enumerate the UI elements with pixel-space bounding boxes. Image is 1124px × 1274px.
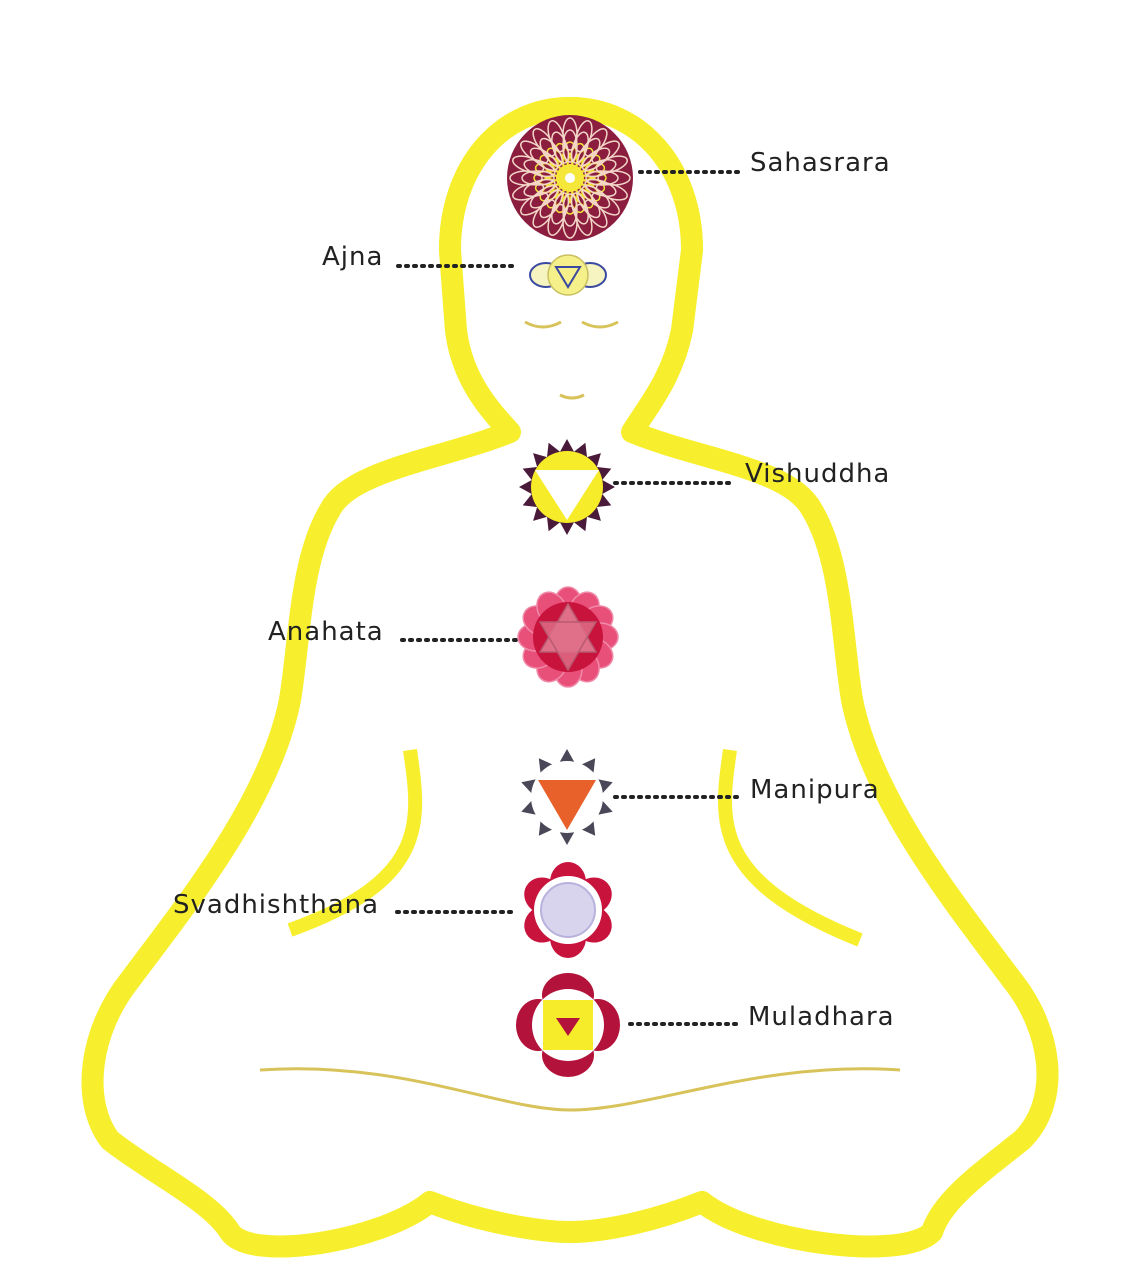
- sahasrara-dot: [565, 173, 575, 183]
- sahasrara-petal: [551, 131, 570, 164]
- sahasrara-petal: [584, 159, 617, 178]
- manipura-symbol: [521, 749, 613, 845]
- vishuddha-triangle: [535, 470, 599, 520]
- sahasrara-petal: [577, 189, 601, 219]
- legs-line: [259, 1067, 901, 1112]
- anahata-triangle-down: [538, 621, 598, 672]
- sahasrara-petal: [529, 147, 559, 171]
- label-anahata: Anahata: [268, 617, 384, 647]
- muladhara-symbol: [516, 973, 620, 1077]
- sahasrara-petal: [584, 178, 617, 197]
- arm-inner-right: [718, 749, 863, 947]
- label-ajna: Ajna: [322, 242, 384, 272]
- sahasrara-petal: [581, 185, 611, 209]
- face-eyes: [524, 320, 619, 400]
- sahasrara-petal: [562, 193, 578, 227]
- muladhara-triangle: [556, 1018, 580, 1036]
- sahasrara-petal: [570, 131, 589, 164]
- ajna-triangle: [554, 266, 582, 289]
- manipura-triangle: [538, 780, 596, 830]
- sahasrara-petal: [562, 129, 578, 163]
- svadhishthana-moon: [540, 882, 596, 938]
- sahasrara-petal: [547, 120, 566, 153]
- label-manipura: Manipura: [750, 775, 880, 805]
- sahasrara-petal: [581, 147, 611, 171]
- sahasrara-symbol: [507, 115, 633, 241]
- sahasrara-petal: [585, 170, 619, 186]
- arm-inner-left: [287, 749, 423, 937]
- sahasrara-petal: [570, 192, 589, 225]
- ajna-symbol: [529, 254, 607, 296]
- label-sahasrara: Sahasrara: [750, 148, 891, 178]
- leader-lines: [395, 170, 742, 1026]
- sahasrara-petal: [523, 178, 556, 197]
- svadhishthana-symbol: [524, 862, 612, 958]
- vishuddha-symbol: [519, 439, 615, 535]
- sahasrara-petal: [521, 170, 555, 186]
- label-svadhishthana: Svadhishthana: [173, 890, 380, 920]
- anahata-symbol: [517, 586, 619, 688]
- sahasrara-petal: [529, 185, 559, 209]
- label-vishuddha: Vishuddha: [745, 459, 891, 489]
- sahasrara-petal: [539, 137, 563, 167]
- label-muladhara: Muladhara: [748, 1002, 895, 1032]
- sahasrara-petal: [523, 159, 556, 178]
- sahasrara-petal: [539, 189, 563, 219]
- sahasrara-petal: [551, 192, 570, 225]
- sahasrara-petal: [577, 137, 601, 167]
- chakra-symbols: [507, 115, 633, 1077]
- ajna-disc: [547, 254, 589, 296]
